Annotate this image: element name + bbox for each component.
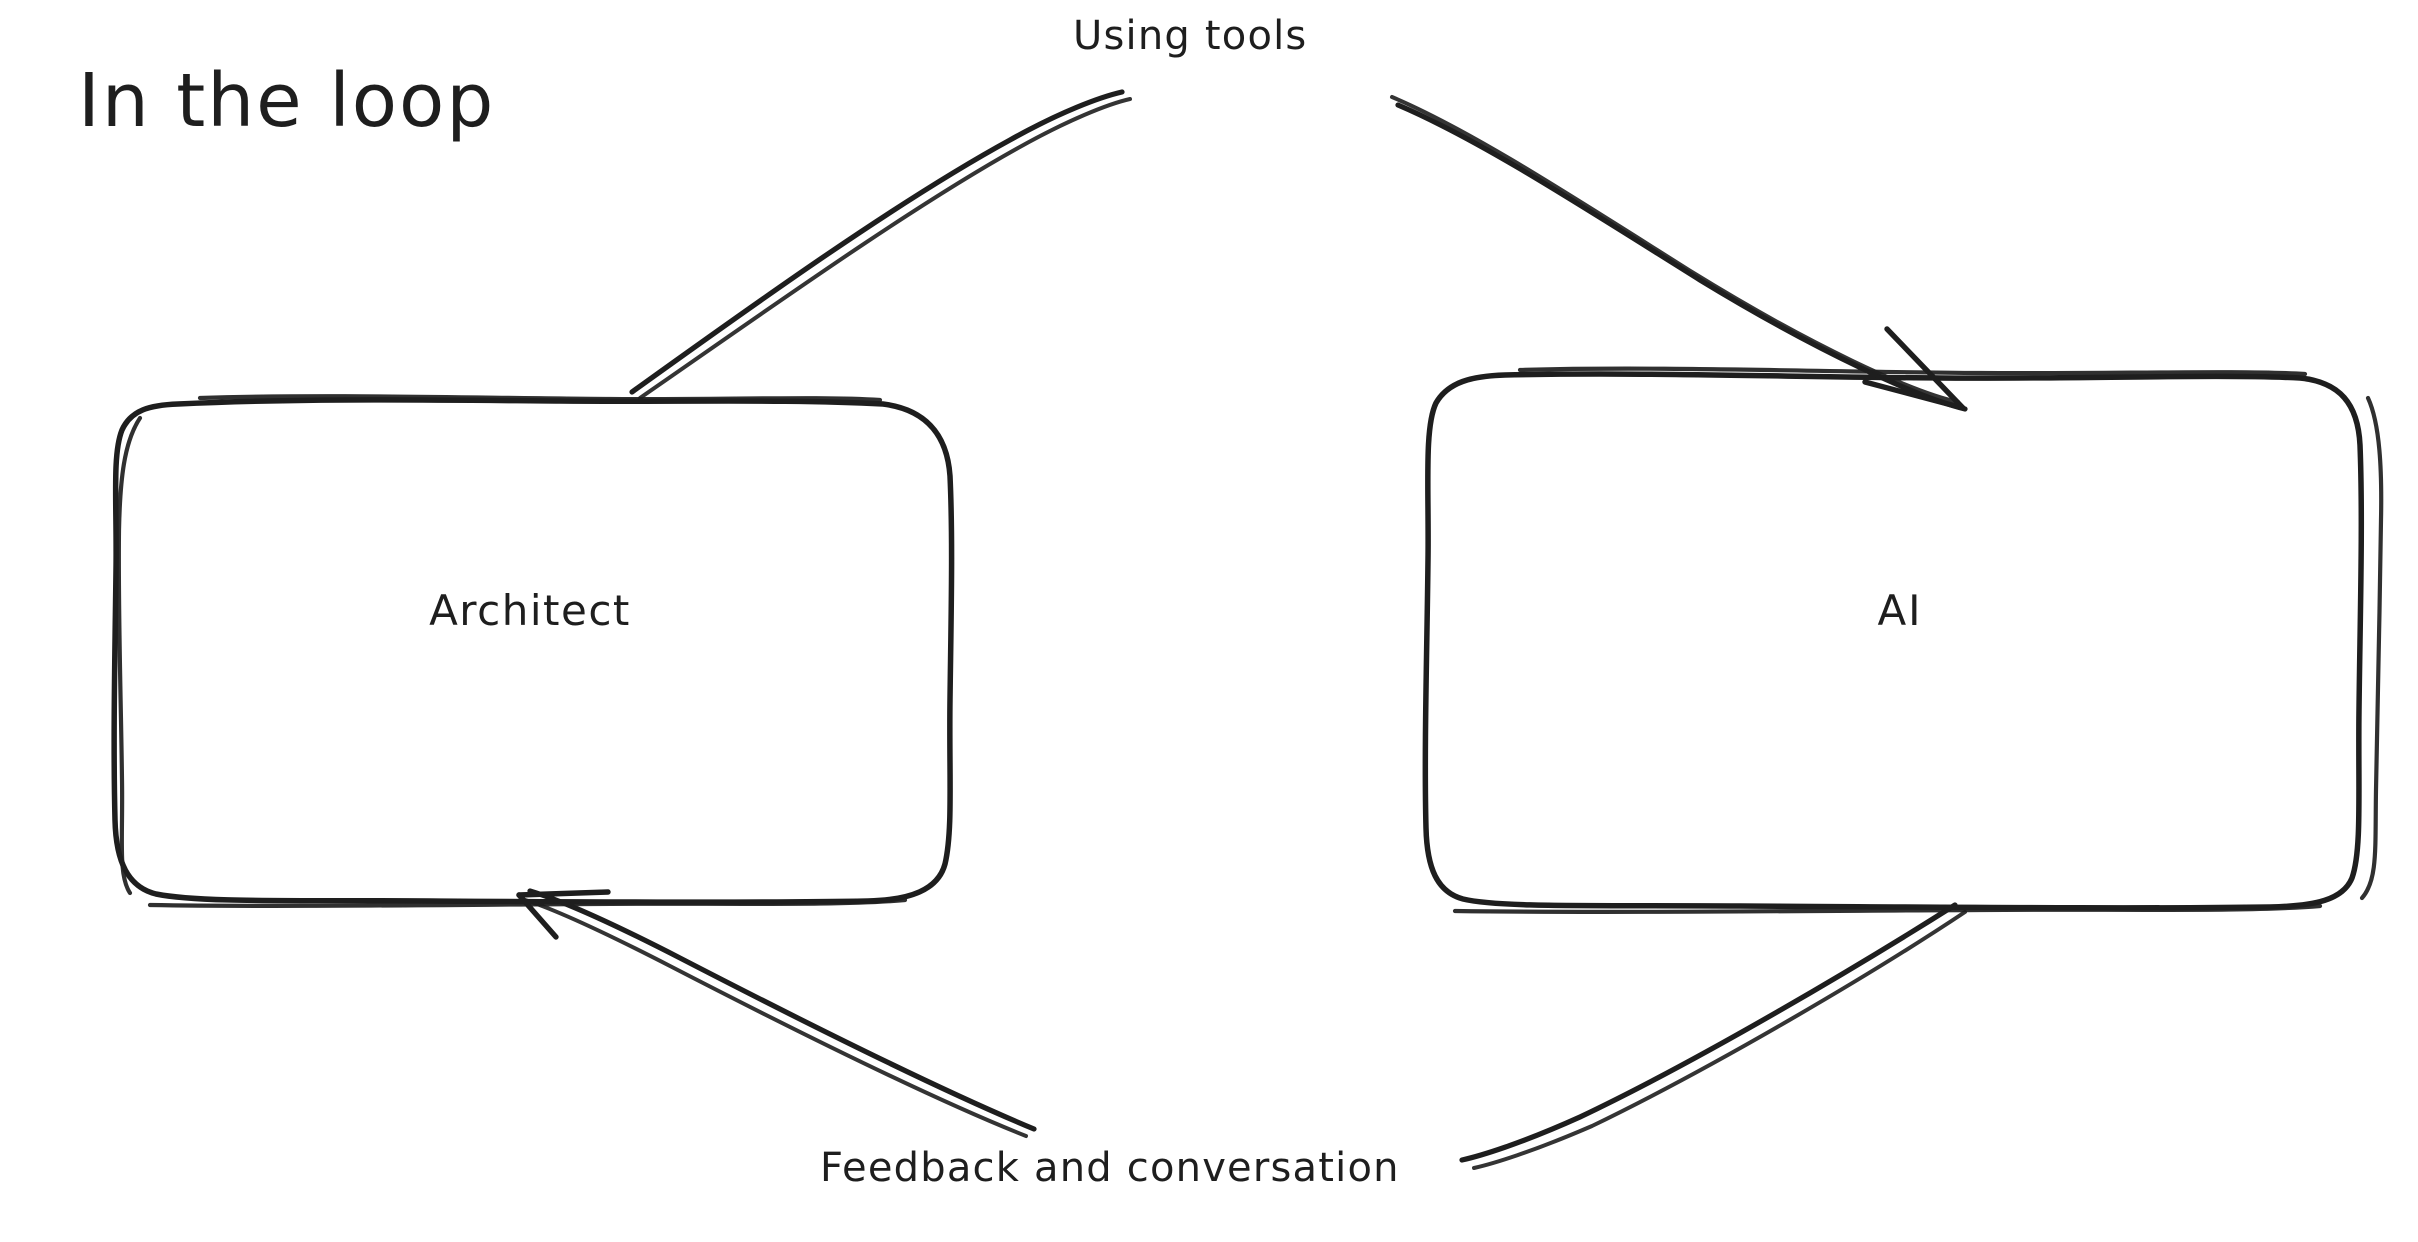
edge-label-using-tools: Using tools xyxy=(1073,13,1308,59)
page-title: In the loop xyxy=(78,58,496,144)
node-ai-shape[interactable] xyxy=(1422,366,2384,914)
edge-ai-to-architect[interactable] xyxy=(516,888,1967,1170)
node-label-ai: AI xyxy=(1877,586,1923,635)
node-label-architect: Architect xyxy=(429,586,631,635)
node-architect-shape[interactable] xyxy=(111,394,955,908)
edge-label-feedback-and-conversation: Feedback and conversation xyxy=(820,1145,1400,1191)
edge-architect-to-ai[interactable] xyxy=(629,89,1968,412)
